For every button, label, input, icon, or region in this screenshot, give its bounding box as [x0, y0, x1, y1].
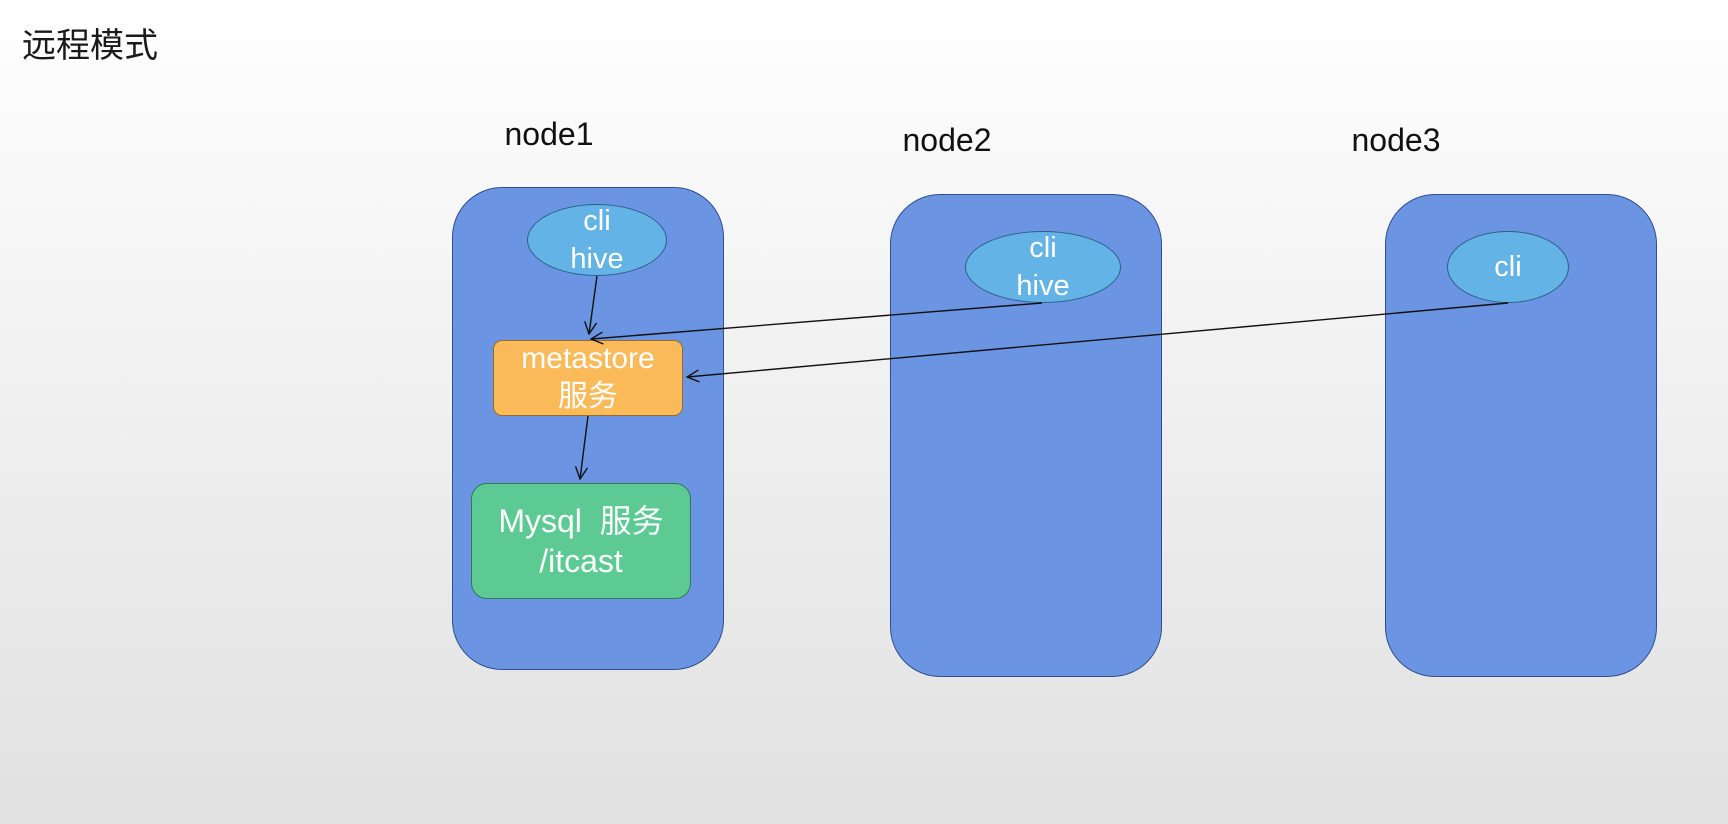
mysql-line-2: /itcast: [539, 543, 623, 579]
node1-cli-hive-client: cli hive: [527, 204, 667, 276]
node2-cli-hive-client: cli hive: [965, 231, 1121, 303]
node1-client-line-1: cli: [583, 205, 611, 237]
arrow-node1-client-to-metastore: [589, 275, 598, 334]
node1-client-line-2: hive: [570, 243, 624, 275]
node2-client-line-1: cli: [1029, 232, 1057, 264]
node3-cli-client: cli: [1447, 231, 1569, 303]
metastore-line-1: metastore: [521, 342, 655, 375]
node2-client-line-2: hive: [1016, 270, 1070, 302]
metastore-line-2: 服务: [558, 380, 618, 413]
node3-client-line-1: cli: [1494, 251, 1522, 283]
arrow-metastore-to-mysql: [580, 415, 589, 479]
slide-title: 远程模式: [22, 26, 158, 66]
node2-label: node2: [902, 122, 992, 158]
node3-label: node3: [1351, 122, 1441, 158]
mysql-service-box: Mysql 服务 /itcast: [471, 483, 691, 599]
node1-label: node1: [504, 116, 594, 152]
mysql-line-1: Mysql 服务: [498, 503, 664, 539]
arrow-node2-client-to-metastore: [591, 302, 1043, 339]
arrow-node3-client-to-metastore: [687, 302, 1509, 377]
metastore-service-box: metastore 服务: [493, 340, 683, 416]
